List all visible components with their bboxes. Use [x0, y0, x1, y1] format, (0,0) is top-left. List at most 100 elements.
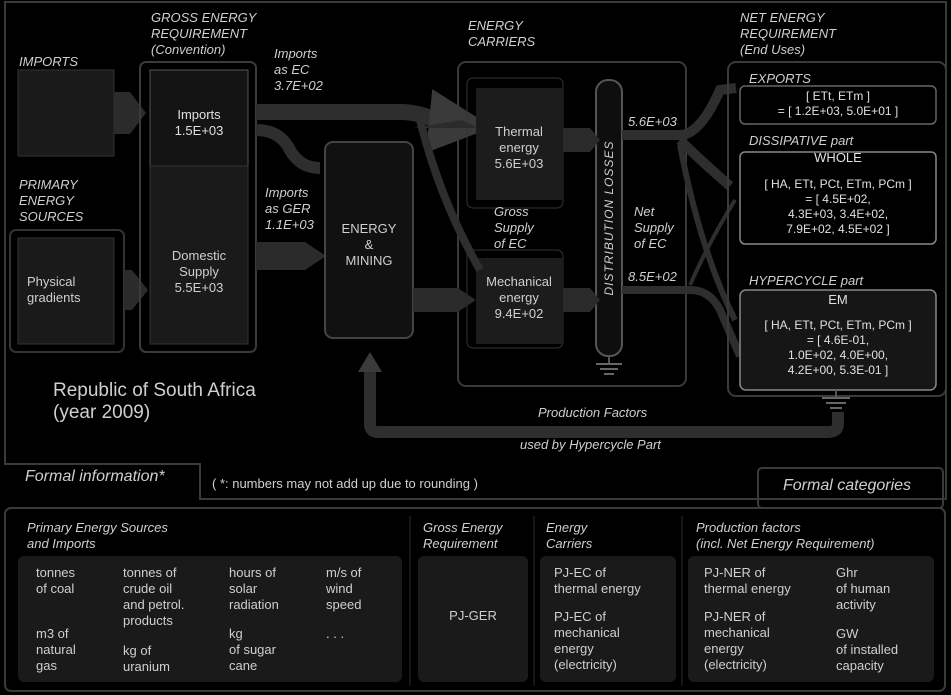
- formal-categories-frame: [4, 507, 946, 692]
- cat-pf-mech-1: PJ-NER of: [704, 609, 766, 624]
- cat-item-oil-1: tonnes of: [123, 565, 177, 580]
- thermal-net-value: 5.6E+03: [628, 114, 677, 129]
- physical-gradients-box: [17, 237, 115, 345]
- cat-item-solar-1: hours of: [229, 565, 276, 580]
- distribution-losses-ground-icon: [596, 363, 622, 375]
- thermal-energy-value: 5.6E+03: [494, 156, 544, 171]
- imports-ger-label: Imports: [177, 107, 221, 122]
- imports-source-arrow: [114, 92, 146, 134]
- cat-pf-mech-2: mechanical: [704, 625, 770, 640]
- cat-item-sugar-3: cane: [229, 658, 258, 673]
- hypercycle-line-4: 4.2E+00, 5.3E-01 ]: [787, 363, 889, 377]
- mechanical-energy-label-1: Mechanical: [486, 274, 552, 289]
- cat-pf-title-2: (incl. Net Energy Requirement): [696, 536, 875, 551]
- formal-categories-title: Formal categories: [783, 477, 912, 494]
- dissipative-line-2: = [ 4.5E+02,: [805, 192, 871, 206]
- hypercycle-line-2: = [ 4.6E-01,: [806, 333, 870, 347]
- rounding-note: ( *: numbers may not add up due to round…: [212, 476, 478, 491]
- imports-to-mechanical-flow: [416, 119, 484, 272]
- physical-gradients-arrow: [124, 270, 148, 310]
- country-year: (year 2009): [53, 402, 151, 423]
- domestic-supply-label-2: Supply: [179, 264, 219, 279]
- hypercycle-ground-icon: [822, 397, 850, 409]
- gross-supply-ec-3: of EC: [494, 236, 527, 251]
- hypercycle-box: [739, 289, 937, 391]
- hypercycle-title: HYPERCYCLE part: [749, 273, 864, 288]
- thermal-to-losses-arrow: [563, 128, 600, 152]
- production-factors-arrowhead: [358, 352, 382, 372]
- exports-line-1: [ ETt, ETm ]: [805, 89, 870, 103]
- cat-item-wind-3: speed: [326, 597, 362, 612]
- cat-item-wind-2: wind: [326, 581, 353, 596]
- ner-header-3: (End Uses): [740, 42, 806, 57]
- production-factors-label: Production Factors: [538, 405, 648, 420]
- cat-item-coal-2: of coal: [36, 581, 75, 596]
- cat-carriers-thermal-1: PJ-EC of: [554, 565, 607, 580]
- exports-line-2: = [ 1.2E+03, 5.0E+01 ]: [777, 104, 899, 118]
- cat-item-gas-3: gas: [36, 658, 57, 673]
- net-supply-ec-2: Supply: [634, 220, 674, 235]
- dissipative-title: DISSIPATIVE part: [749, 133, 854, 148]
- carriers-header-2: CARRIERS: [468, 34, 536, 49]
- country-name: Republic of South Africa: [53, 380, 256, 401]
- domestic-supply-label-1: Domestic: [171, 248, 227, 263]
- cat-carriers-mech-2: mechanical: [554, 625, 620, 640]
- domestic-supply-box: [149, 165, 249, 345]
- mechanical-energy-box: [476, 258, 562, 344]
- mechanical-energy-label-2: energy: [499, 290, 539, 305]
- dissipative-box: [739, 151, 937, 245]
- pes-header-1: PRIMARY: [19, 177, 78, 192]
- cat-item-sugar-1: kg: [229, 626, 243, 641]
- cat-pf-title-1: Production factors: [696, 520, 801, 535]
- cat-production-box: [688, 556, 934, 682]
- cat-pf-thermal-1: PJ-NER of: [704, 565, 766, 580]
- thermal-net-flow-dissipative: [676, 136, 734, 190]
- cat-ger-title-1: Gross Energy: [423, 520, 503, 535]
- exports-title: EXPORTS: [749, 71, 811, 86]
- cat-item-solar-2: solar: [229, 581, 258, 596]
- energy-mining-label-1: ENERGY: [341, 221, 397, 236]
- cat-carriers-title-1: Energy: [546, 520, 588, 535]
- imports-as-ger-value: 1.1E+03: [265, 217, 314, 232]
- thermal-energy-label-2: energy: [499, 140, 539, 155]
- cat-item-gas-2: natural: [36, 642, 76, 657]
- cat-item-wind-1: m/s of: [326, 565, 362, 580]
- hypercycle-line-3: 1.0E+02, 4.0E+00,: [787, 348, 889, 362]
- cat-item-uranium-2: uranium: [123, 659, 170, 674]
- gross-supply-ec-2: Supply: [494, 220, 534, 235]
- dissipative-subtitle: WHOLE: [814, 150, 862, 165]
- cat-pf-capacity-3: capacity: [836, 658, 884, 673]
- cat-item-ellipsis: . . .: [326, 626, 345, 641]
- production-factors-loop: [364, 368, 844, 438]
- cat-pf-human-3: activity: [836, 597, 876, 612]
- cat-ger-box: [418, 556, 528, 682]
- cat-pf-capacity-2: of installed: [836, 642, 899, 657]
- cat-carriers-title-2: Carriers: [546, 536, 593, 551]
- used-by-hypercycle-label: used by Hypercycle Part: [520, 437, 661, 452]
- cat-ger-title-2: Requirement: [423, 536, 498, 551]
- imports-as-ec-value: 3.7E+02: [274, 78, 323, 93]
- cat-pf-thermal-2: thermal energy: [704, 581, 791, 596]
- mining-to-mechanical-arrow: [413, 288, 476, 312]
- hypercycle-line-1: [ HA, ETt, PCt, ETm, PCm ]: [764, 318, 912, 332]
- ger-header-1: GROSS ENERGY: [151, 10, 257, 25]
- cat-carriers-mech-1: PJ-EC of: [554, 609, 607, 624]
- cat-carriers-mech-3: energy: [554, 641, 594, 656]
- ger-column-frame: [139, 61, 257, 353]
- energy-mining-box: [324, 141, 414, 339]
- cat-pf-mech-4: (electricity): [704, 657, 767, 672]
- ner-header-1: NET ENERGY: [740, 10, 825, 25]
- cat-pf-human-2: of human: [836, 581, 891, 596]
- cat-primary-title-1: Primary Energy Sources: [27, 520, 168, 535]
- cat-item-uranium-1: kg of: [123, 643, 152, 658]
- imports-as-ec-label-1: Imports: [274, 46, 318, 61]
- cat-item-oil-4: products: [123, 613, 173, 628]
- imports-as-ger-label-2: as GER: [265, 201, 311, 216]
- imports-as-ec-flow: [256, 89, 493, 153]
- distribution-losses-label: DISTRIBUTION LOSSES: [602, 140, 616, 296]
- imports-source-box: [17, 69, 115, 157]
- mechanical-net-flow-dissipative: [688, 198, 737, 286]
- cat-item-gas-1: m3 of: [36, 626, 69, 641]
- ger-header-2: REQUIREMENT: [151, 26, 248, 41]
